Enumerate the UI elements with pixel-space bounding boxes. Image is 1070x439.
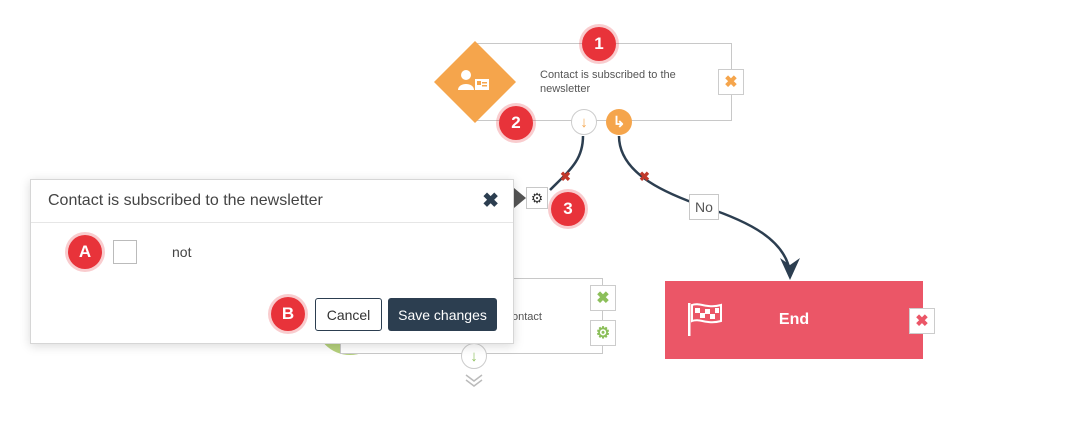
contact-card-icon [458, 70, 489, 90]
yes-output-port[interactable]: ↓ [571, 109, 597, 135]
cancel-button[interactable]: Cancel [315, 298, 382, 331]
action-settings-button[interactable]: ⚙ [590, 320, 616, 346]
marker-3: 3 [551, 192, 585, 226]
checkered-flag-icon [688, 303, 722, 336]
condition-delete-button[interactable]: ✖ [718, 69, 744, 95]
arrow-turn-right-icon: ↳ [612, 114, 626, 131]
end-node-label: End [778, 311, 810, 328]
yes-connector [549, 135, 585, 191]
pointer-triangle [514, 188, 526, 208]
remove-no-edge-icon[interactable]: ✖ [639, 169, 650, 184]
negate-label: not [172, 244, 192, 260]
marker-1: 1 [582, 27, 616, 61]
marker-a: A [68, 235, 102, 269]
end-node[interactable]: End [665, 281, 923, 359]
negate-checkbox[interactable] [113, 240, 137, 264]
edge-settings-gear-icon[interactable]: ⚙ [526, 187, 548, 209]
connector-arrowhead [780, 258, 800, 280]
no-output-port[interactable]: ↳ [606, 109, 632, 135]
action-node-text: ontact [512, 311, 542, 323]
dialog-title: Contact is subscribed to the newsletter [48, 192, 323, 209]
remove-yes-edge-icon[interactable]: ✖ [560, 169, 571, 184]
edge-label-no: No [689, 194, 719, 220]
close-icon[interactable]: ✖ [482, 190, 499, 212]
end-delete-button[interactable]: ✖ [909, 308, 935, 334]
save-changes-button[interactable]: Save changes [388, 298, 497, 331]
condition-node-text: Contact is subscribed to the newsletter [540, 69, 676, 95]
marker-b: B [271, 297, 305, 331]
dialog-header: Contact is subscribed to the newsletter … [31, 180, 513, 223]
action-output-port[interactable]: ↓ [461, 343, 487, 369]
arrow-down-icon: ↓ [580, 113, 588, 131]
action-delete-button[interactable]: ✖ [590, 285, 616, 311]
expand-chevrons-icon[interactable] [465, 374, 483, 387]
marker-2: 2 [499, 106, 533, 140]
